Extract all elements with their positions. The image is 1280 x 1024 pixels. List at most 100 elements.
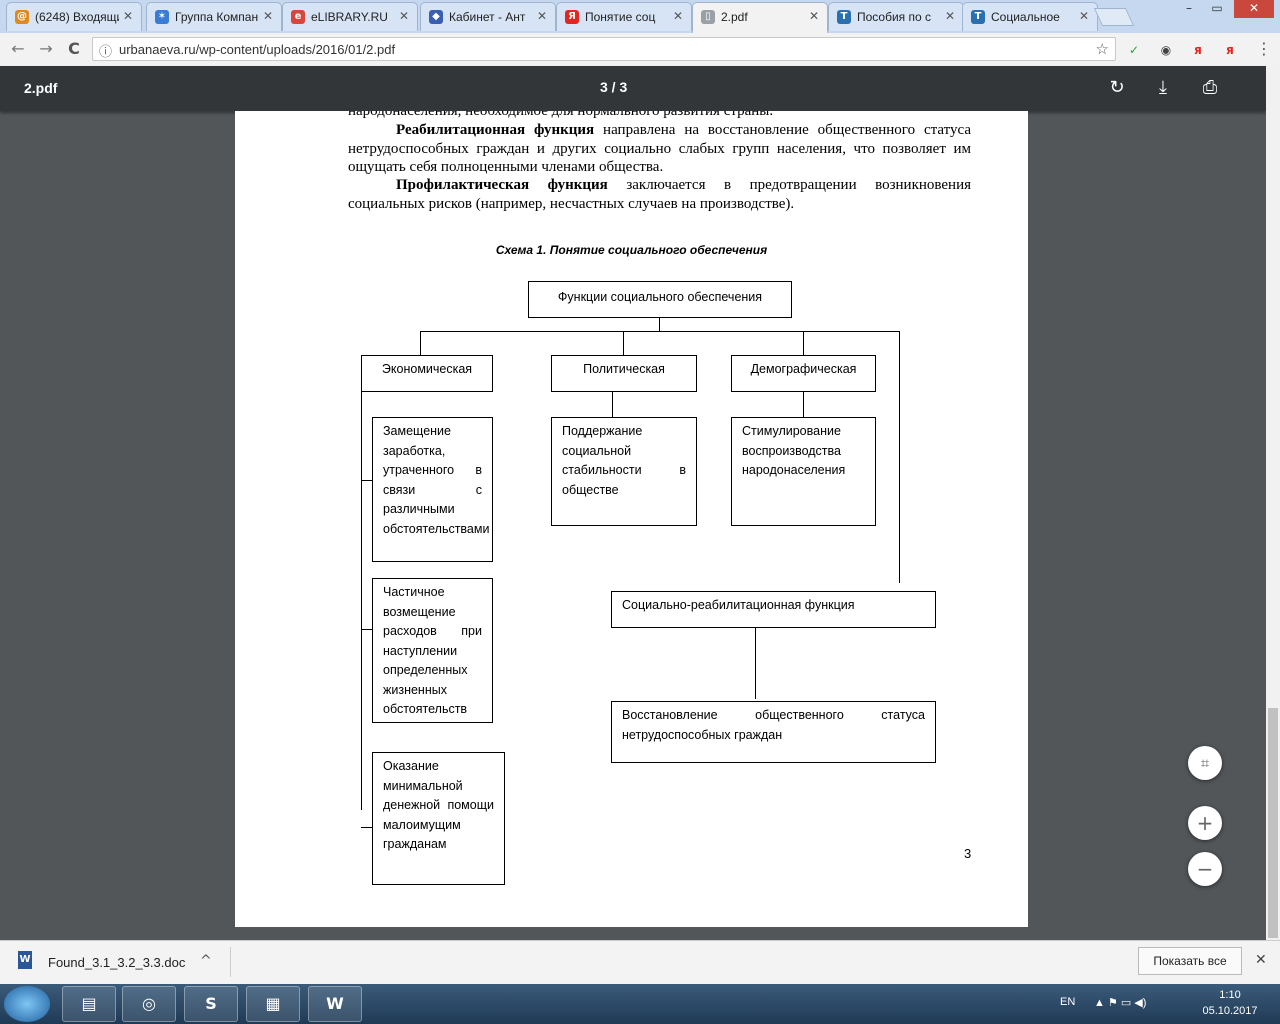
zoom-in-button[interactable]: + — [1188, 806, 1222, 840]
connector — [623, 331, 624, 355]
demographic-item-text: Стимулирование воспроизводства народонас… — [742, 424, 846, 477]
tab-2[interactable]: ✶Группа Компания✕ — [146, 2, 282, 31]
tab-1[interactable]: @ (6248) Входящие✕ — [6, 2, 142, 31]
tab-close-icon[interactable]: ✕ — [672, 9, 683, 23]
scrollbar-thumb[interactable] — [1268, 708, 1278, 938]
menu-dots-icon[interactable]: ⋮ — [1256, 39, 1272, 58]
econ-item-2: Частичное возмещение расходов при наступ… — [372, 578, 493, 723]
tab-label: (6248) Входящие — [35, 10, 119, 24]
address-bar[interactable]: ⓘ urbanaeva.ru/wp-content/uploads/2016/0… — [92, 37, 1116, 61]
word-taskbar-icon[interactable]: W — [308, 986, 362, 1022]
rehab-paragraph: Реабилитационная функция направлена на в… — [348, 121, 971, 177]
tab-5[interactable]: Я Понятие соц ✕ — [556, 2, 692, 31]
bookmark-star-icon[interactable]: ☆ — [1095, 40, 1109, 58]
show-all-downloads-button[interactable]: Показать все — [1138, 947, 1242, 975]
info-icon[interactable]: ⓘ — [99, 45, 113, 60]
close-downloads-icon[interactable]: ✕ — [1255, 952, 1267, 968]
tab-8[interactable]: T Социальное ✕ — [962, 2, 1098, 31]
language-indicator[interactable]: EN — [1060, 996, 1076, 1008]
connector — [361, 392, 362, 810]
tab-close-icon[interactable]: ✕ — [944, 9, 955, 23]
demographic-box: Демографическая — [731, 355, 876, 392]
rotate-icon[interactable]: ↻ — [1109, 77, 1125, 98]
skype-taskbar-icon[interactable]: S — [184, 986, 238, 1022]
tab-close-icon[interactable]: ✕ — [1078, 9, 1089, 23]
download-menu-chevron-icon[interactable]: ^ — [200, 953, 212, 969]
download-file-name[interactable]: Found_3.1_3.2_3.3.doc — [48, 955, 186, 970]
downloads-bar: W Found_3.1_3.2_3.3.doc ^ Показать все ✕ — [0, 940, 1280, 985]
minimize-button[interactable]: – — [1186, 1, 1192, 15]
page-indicator[interactable]: 3 / 3 — [600, 79, 628, 95]
download-icon[interactable]: ⤓ — [1159, 77, 1167, 98]
clock-date[interactable]: 05.10.2017 — [1202, 1005, 1258, 1017]
winrar-taskbar-icon[interactable]: ▦ — [246, 986, 300, 1022]
tab-label: Социальное — [991, 10, 1060, 24]
social-rehab-text: Социально-реабилитационная функция — [622, 598, 855, 612]
yandex-extension-icon-2[interactable]: я — [1226, 43, 1234, 57]
document-icon: ▯ — [701, 10, 715, 24]
diagram-caption: Схема 1. Понятие социального обеспечения — [495, 243, 768, 257]
tab-close-icon[interactable]: ✕ — [808, 9, 819, 23]
tab-label: 2.pdf — [721, 10, 748, 24]
partial-paragraph: народонаселения, необходимое для нормаль… — [348, 111, 774, 119]
mail-icon: @ — [15, 10, 29, 24]
start-button[interactable] — [4, 986, 50, 1022]
econ-item-2-text: Частичное возмещение расходов при наступ… — [383, 585, 482, 716]
connector — [755, 627, 756, 699]
t-icon: T — [837, 10, 851, 24]
yandex-extension-icon[interactable]: я — [1194, 43, 1202, 57]
windows-taskbar: ▤◎S▦W EN ▲ ⚑ ▭ ◀) 1:10 05.10.2017 — [0, 984, 1280, 1024]
econ-item-3-text: Оказание минимальной денежной помощи мал… — [383, 759, 494, 851]
rehab-heading: Реабилитационная функция — [396, 122, 595, 138]
tab-label: eLIBRARY.RU — [311, 10, 388, 24]
maximize-button[interactable]: ▭ — [1211, 1, 1223, 15]
browser-toolbar: ← → C ⓘ urbanaeva.ru/wp-content/uploads/… — [0, 33, 1280, 67]
zoom-out-button[interactable]: − — [1188, 852, 1222, 886]
tab-label: Группа Компания — [175, 10, 259, 24]
connector — [803, 392, 804, 417]
tab-4[interactable]: ◆Кабинет - Ант✕ — [420, 2, 556, 31]
tray-icons[interactable]: ▲ ⚑ ▭ ◀) — [1094, 997, 1147, 1009]
clock-time[interactable]: 1:10 — [1219, 989, 1241, 1001]
tab-3[interactable]: e eLIBRARY.RU ✕ — [282, 2, 418, 31]
print-icon[interactable]: ⎙ — [1202, 77, 1218, 98]
eye-extension-icon[interactable]: ◉ — [1160, 43, 1172, 57]
tab-close-icon[interactable]: ✕ — [398, 9, 409, 23]
reload-button[interactable]: C — [68, 39, 80, 58]
social-rehab-item-text: Восстановление общественного статуса нет… — [622, 708, 925, 742]
chrome-taskbar-icon[interactable]: ◎ — [122, 986, 176, 1022]
connector — [420, 331, 421, 355]
tab-close-icon[interactable]: ✕ — [262, 9, 273, 23]
root-box: Функции социального обеспечения — [528, 281, 792, 318]
econ-item-1: Замещение заработка, утраченного в связи… — [372, 417, 493, 562]
t-icon: T — [971, 10, 985, 24]
close-window-button[interactable]: ✕ — [1234, 0, 1274, 18]
connector — [803, 331, 804, 355]
prevent-text: заключается в предотвращении возникновен… — [348, 177, 972, 212]
tab-close-icon[interactable]: ✕ — [122, 9, 133, 23]
demographic-item: Стимулирование воспроизводства народонас… — [731, 417, 876, 526]
shield-extension-icon[interactable]: ✓ — [1128, 43, 1140, 57]
political-box: Политическая — [551, 355, 697, 392]
tab-label: Понятие соц — [585, 10, 656, 24]
back-button[interactable]: ← — [11, 39, 25, 58]
url-text[interactable]: urbanaeva.ru/wp-content/uploads/2016/01/… — [119, 42, 396, 57]
tab-close-icon[interactable]: ✕ — [536, 9, 547, 23]
system-tray: EN ▲ ⚑ ▭ ◀) 1:10 05.10.2017 — [1060, 984, 1280, 1024]
tab-label: Пособия по с — [857, 10, 932, 24]
explorer-taskbar-icon[interactable]: ▤ — [62, 986, 116, 1022]
scrollbar[interactable] — [1266, 66, 1280, 940]
social-rehab-item: Восстановление общественного статуса нет… — [611, 701, 936, 763]
tab-6[interactable]: ▯ 2.pdf ✕ — [692, 2, 828, 33]
forward-button[interactable]: → — [39, 39, 53, 58]
rehab-text: направлена на восстановление общественно… — [348, 122, 971, 175]
elibrary-icon: e — [291, 10, 305, 24]
tab-7[interactable]: T Пособия по с ✕ — [828, 2, 964, 31]
tab-strip: @(6248) Входящие✕✶Группа Компания✕eeLIBR… — [0, 0, 1280, 33]
connector — [361, 629, 372, 630]
yandex-icon: Я — [565, 10, 579, 24]
new-tab-button[interactable] — [1093, 8, 1135, 26]
connector — [361, 480, 372, 481]
connector — [420, 331, 900, 332]
fit-page-button[interactable]: ⌗ — [1188, 746, 1222, 780]
